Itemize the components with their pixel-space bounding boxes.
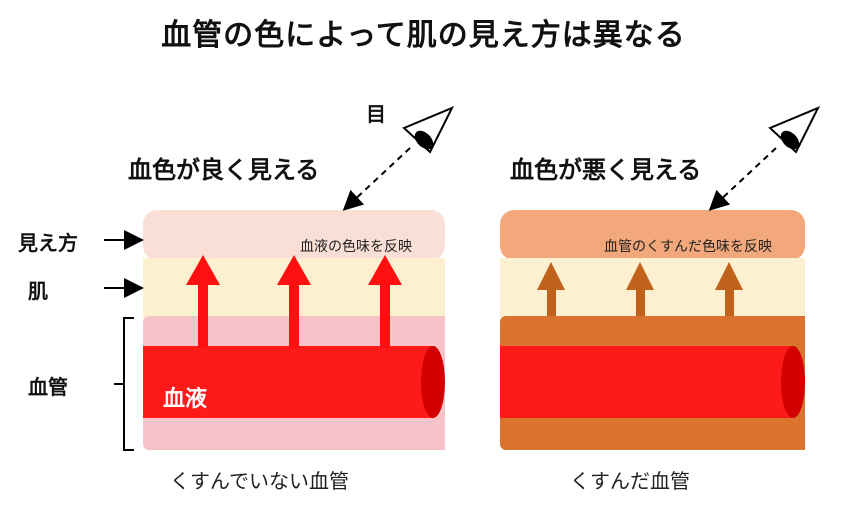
right-blood-end [781, 346, 805, 418]
vessel-bracket [123, 317, 134, 451]
right-eye-icon [768, 106, 821, 154]
left-blood-end [421, 346, 445, 418]
side-pointers [104, 230, 144, 451]
right-sight-line [708, 147, 777, 211]
right-caption: くすんだ血管 [570, 469, 690, 493]
right-heading: 血色が悪く見える [510, 156, 702, 184]
side-label-skin: 肌 [28, 279, 48, 303]
side-label-vessel: 血管 [28, 375, 68, 399]
side-label-appearance: 見え方 [18, 231, 78, 255]
left-appearance-layer [143, 210, 445, 260]
left-caption: くすんでいない血管 [170, 469, 349, 493]
left-heading: 血色が良く見える [128, 156, 320, 184]
left-note: 血液の色味を反映 [300, 239, 412, 255]
right-appearance-layer [500, 210, 805, 260]
right-arrows [537, 262, 743, 316]
right-arrow-3 [715, 262, 743, 316]
left-sight-line [342, 147, 411, 211]
blood-label: 血液 [163, 387, 208, 412]
page-title: 血管の色によって肌の見え方は異なる [161, 18, 686, 53]
right-arrow-1 [537, 262, 565, 316]
left-arrow-2 [277, 255, 311, 348]
left-arrows [186, 255, 402, 348]
left-arrow-1 [186, 255, 220, 348]
left-eye-icon [402, 106, 455, 154]
left-arrow-3 [368, 255, 402, 348]
eye-label: 目 [366, 102, 386, 126]
right-blood [500, 346, 793, 418]
left-blood [143, 346, 433, 418]
right-note: 血管のくすんだ色味を反映 [604, 239, 772, 255]
left-skin-model [143, 210, 445, 450]
right-arrow-2 [626, 262, 654, 316]
